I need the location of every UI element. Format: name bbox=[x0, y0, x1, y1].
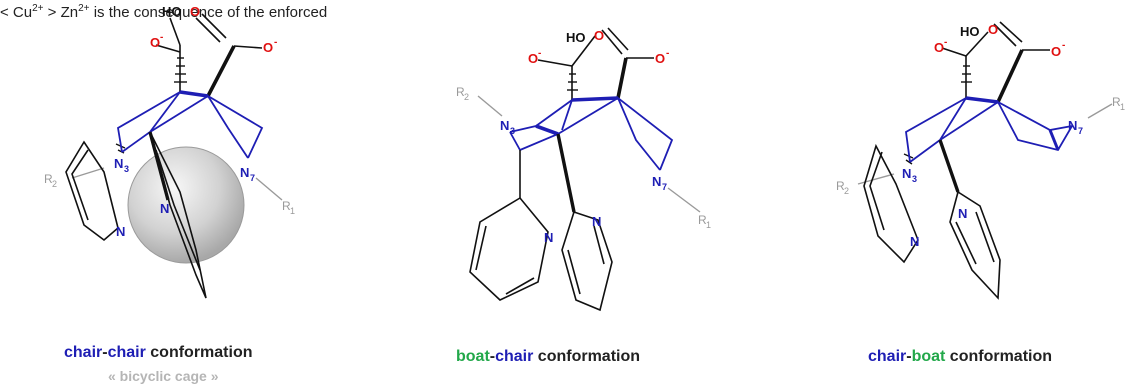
o-label: O bbox=[594, 28, 604, 43]
r2-label: R bbox=[456, 85, 465, 99]
o-label: O bbox=[190, 4, 200, 19]
pyridine-rings bbox=[469, 133, 613, 312]
o-minus-label: O bbox=[1051, 44, 1061, 59]
header-part3: is the consequence of the enforced bbox=[89, 4, 328, 21]
caption-word: chair bbox=[64, 344, 103, 361]
molecule-boat-chair: O - HO O O - N 3 N 7 N N R 1 R 2 bbox=[456, 27, 711, 312]
ho-label: HO bbox=[566, 30, 586, 45]
atom-labels-3: O - HO O O - N 3 N 7 N N R 1 R 2 bbox=[836, 22, 1125, 249]
n-label: N bbox=[958, 206, 967, 221]
hashed-bond bbox=[903, 65, 972, 165]
header-text: < Cu2+ > Zn2+ is the consequence of the … bbox=[0, 3, 327, 21]
caption-word: chair bbox=[495, 348, 534, 365]
cu-charge: 2+ bbox=[32, 3, 44, 14]
o-minus-label: O bbox=[263, 40, 273, 55]
substituent-bonds bbox=[71, 167, 283, 201]
n-label: N bbox=[910, 234, 919, 249]
n3-label: N bbox=[902, 166, 911, 181]
ho-label: HO bbox=[960, 24, 980, 39]
atom-labels-1: O - HO O O - N 3 N 7 N N R 1 R 2 bbox=[44, 4, 295, 239]
caption-word: boat bbox=[456, 348, 490, 365]
caption-chair-boat: chair-boat conformation bbox=[868, 348, 1052, 366]
n-label: N bbox=[160, 201, 169, 216]
o-minus-label: O bbox=[528, 51, 538, 66]
o-minus-label: O bbox=[934, 40, 944, 55]
ho-label: HO bbox=[162, 4, 182, 19]
header-part2: > Zn bbox=[43, 4, 79, 21]
caption-word: boat bbox=[911, 348, 946, 365]
atom-labels-2: O - HO O O - N 3 N 7 N N R 1 R 2 bbox=[456, 28, 711, 245]
carboxylate-bonds bbox=[155, 13, 263, 97]
hashed-bond bbox=[567, 73, 578, 91]
r1-subscript: 1 bbox=[290, 206, 295, 216]
n7-subscript: 7 bbox=[250, 173, 255, 183]
minus-sign: - bbox=[160, 32, 163, 43]
minus-sign: - bbox=[944, 37, 947, 48]
r1-label: R bbox=[698, 213, 707, 227]
n7-label: N bbox=[240, 165, 249, 180]
carboxylate-bonds bbox=[537, 27, 654, 100]
o-minus-label: O bbox=[150, 35, 160, 50]
pyridine-rings bbox=[65, 131, 207, 299]
cage-skeleton bbox=[905, 96, 1073, 163]
caption-boat-chair: boat-chair conformation bbox=[456, 348, 640, 366]
molecule-chair-chair: O - HO O O - N 3 N 7 N N R 1 R 2 bbox=[44, 4, 295, 299]
r2-subscript: 2 bbox=[52, 179, 57, 189]
caption-suffix: conformation bbox=[145, 344, 253, 361]
n-label: N bbox=[544, 230, 553, 245]
r2-label: R bbox=[44, 172, 53, 186]
r2-subscript: 2 bbox=[464, 92, 469, 102]
caption-dash: - bbox=[102, 344, 108, 361]
caption-bicyclic-cage: « bicyclic cage » bbox=[108, 368, 219, 384]
o-label: O bbox=[988, 22, 998, 37]
minus-sign: - bbox=[666, 48, 669, 59]
r2-subscript: 2 bbox=[844, 186, 849, 196]
n3-subscript: 3 bbox=[510, 126, 515, 136]
n3-subscript: 3 bbox=[912, 174, 917, 184]
n7-label: N bbox=[652, 174, 661, 189]
r2-label: R bbox=[836, 179, 845, 193]
r1-label: R bbox=[282, 199, 291, 213]
zn-charge: 2+ bbox=[78, 3, 90, 14]
n-label: N bbox=[116, 224, 125, 239]
minus-sign: - bbox=[274, 37, 277, 48]
caption-dash: - bbox=[489, 348, 496, 365]
caption-dash: - bbox=[906, 348, 912, 365]
pyridine-rings bbox=[863, 139, 1001, 300]
caption-word: chair bbox=[107, 344, 146, 361]
minus-sign: - bbox=[538, 48, 541, 59]
caption-suffix: conformation bbox=[533, 348, 641, 365]
n-label: N bbox=[592, 214, 601, 229]
n3-label: N bbox=[114, 156, 123, 171]
r1-subscript: 1 bbox=[1120, 102, 1125, 112]
n7-subscript: 7 bbox=[662, 182, 667, 192]
caption-suffix: conformation bbox=[945, 348, 1053, 365]
n7-subscript: 7 bbox=[1078, 126, 1083, 136]
metal-sphere bbox=[127, 146, 245, 264]
caption-word: chair bbox=[868, 348, 907, 365]
caption-chair-chair: chair-chair conformation bbox=[64, 344, 253, 362]
r1-subscript: 1 bbox=[706, 220, 711, 230]
o-minus-label: O bbox=[655, 51, 665, 66]
minus-sign: - bbox=[1062, 40, 1065, 51]
substituent-bonds bbox=[477, 95, 701, 213]
cage-skeleton bbox=[509, 96, 674, 171]
n7-label: N bbox=[1068, 118, 1077, 133]
substituent-bonds bbox=[857, 103, 1113, 185]
carboxylate-bonds bbox=[941, 21, 1050, 103]
n3-label: N bbox=[500, 118, 509, 133]
n3-subscript: 3 bbox=[124, 164, 129, 174]
r1-label: R bbox=[1112, 95, 1121, 109]
header-part1: < Cu bbox=[0, 4, 33, 21]
molecule-chair-boat: O - HO O O - N 3 N 7 N N R 1 R 2 bbox=[836, 21, 1125, 300]
